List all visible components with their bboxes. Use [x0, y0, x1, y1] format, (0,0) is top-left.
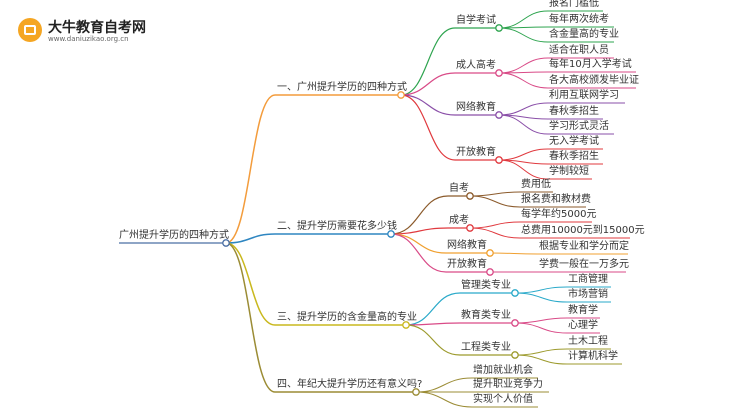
child-dot — [495, 24, 503, 32]
leaf-node: 利用互联网学习 — [549, 90, 619, 101]
child-node: 教育类专业 — [461, 310, 511, 321]
child-node: 自考 — [449, 183, 469, 194]
brand-url: www.daniuzikao.org.cn — [48, 35, 129, 43]
child-node: 工程类专业 — [461, 342, 511, 353]
branch-dot — [412, 388, 420, 396]
leaf-connector — [498, 148, 549, 161]
leaf-node: 每年10月入学考试 — [549, 59, 632, 70]
leaf-node: 适合在职人员 — [549, 45, 609, 56]
leaf-node: 总费用10000元到15000元 — [521, 225, 645, 236]
leaf-node: 每年两次统考 — [549, 14, 609, 25]
branch-connector — [225, 242, 276, 393]
child-dot — [495, 111, 503, 119]
child-connector — [400, 94, 456, 161]
leaf-node: 学费一般在一万多元 — [539, 259, 629, 270]
leaf-connector — [514, 354, 568, 365]
leaf-node: 报名门槛低 — [549, 0, 599, 9]
leaf-connector — [498, 10, 549, 29]
leaf-connector — [498, 57, 549, 74]
child-node: 成考 — [449, 215, 469, 226]
leaf-connector — [514, 286, 568, 294]
branch-dot — [397, 91, 405, 99]
child-connector — [400, 94, 456, 116]
leaf-connector — [469, 221, 521, 229]
leaf-node: 学习形式灵活 — [549, 121, 609, 132]
child-dot — [466, 192, 474, 200]
child-dot — [495, 156, 503, 164]
child-node: 开放教育 — [456, 147, 496, 158]
child-connector — [405, 324, 461, 356]
root-node: 广州提升学历的四种方式 — [119, 230, 229, 241]
leaf-connector — [498, 27, 549, 43]
leaf-node: 每学年约5000元 — [521, 209, 597, 220]
leaf-node: 增加就业机会 — [473, 365, 533, 376]
branch-node: 三、提升学历的含金量高的专业 — [277, 312, 417, 323]
child-node: 开放教育 — [447, 259, 487, 270]
branch-connector — [225, 242, 276, 326]
leaf-node: 根据专业和学分而定 — [539, 241, 629, 252]
child-dot — [511, 351, 519, 359]
leaf-connector — [498, 114, 549, 135]
leaf-node: 提升职业竞争力 — [473, 379, 543, 390]
child-connector — [390, 233, 447, 254]
child-dot — [486, 268, 494, 276]
child-connector — [400, 27, 456, 96]
leaf-node: 春秋季招生 — [549, 151, 599, 162]
leaf-connector — [498, 72, 549, 89]
child-connector — [405, 322, 461, 326]
child-dot — [495, 69, 503, 77]
leaf-connector — [489, 252, 539, 255]
leaf-connector — [498, 102, 549, 116]
leaf-connector — [469, 191, 521, 197]
leaf-node: 春秋季招生 — [549, 106, 599, 117]
leaf-node: 学制较短 — [549, 166, 589, 177]
leaf-connector — [498, 159, 549, 180]
leaf-connector — [469, 195, 521, 208]
brand-name: 大牛教育自考网 — [48, 20, 146, 36]
root-dot — [222, 239, 230, 247]
leaf-node: 费用低 — [521, 179, 551, 190]
child-dot — [511, 319, 519, 327]
leaf-node: 市场营销 — [568, 289, 608, 300]
child-dot — [486, 249, 494, 257]
leaf-node: 教育学 — [568, 305, 598, 316]
leaf-connector — [514, 322, 568, 334]
leaf-node: 心理学 — [568, 320, 598, 331]
child-node: 管理类专业 — [461, 280, 511, 291]
branch-dot — [387, 230, 395, 238]
leaf-node: 土木工程 — [568, 336, 608, 347]
leaf-node: 含金量高的专业 — [549, 29, 619, 40]
branch-node: 四、年纪大提升学历还有意义吗? — [277, 379, 423, 390]
branch-connector — [225, 94, 276, 244]
child-connector — [400, 72, 456, 96]
leaf-connector — [514, 292, 568, 303]
child-dot — [511, 289, 519, 297]
child-connector — [390, 233, 447, 273]
child-node: 成人高考 — [456, 60, 496, 71]
child-node: 网络教育 — [456, 102, 496, 113]
leaf-connector — [514, 348, 568, 356]
leaf-node: 计算机科学 — [568, 351, 618, 362]
child-node: 网络教育 — [447, 240, 487, 251]
branch-node: 一、广州提升学历的四种方式 — [277, 82, 407, 93]
logo-icon — [18, 18, 42, 42]
leaf-node: 无入学考试 — [549, 136, 599, 147]
child-dot — [466, 224, 474, 232]
leaf-node: 实现个人价值 — [473, 394, 533, 405]
leaf-connector — [469, 227, 521, 239]
branch-dot — [402, 321, 410, 329]
leaf-node: 工商管理 — [568, 274, 608, 285]
leaf-node: 各大高校颁发毕业证 — [549, 75, 639, 86]
leaf-connector — [415, 391, 473, 408]
leaf-node: 报名费和教材费 — [521, 194, 591, 205]
child-connector — [405, 292, 461, 326]
child-connector — [390, 195, 449, 235]
leaf-connector — [415, 377, 473, 393]
branch-node: 二、提升学历需要花多少钱 — [277, 221, 397, 232]
child-node: 自学考试 — [456, 15, 496, 26]
leaf-connector — [514, 317, 568, 324]
branch-connector — [225, 233, 276, 244]
